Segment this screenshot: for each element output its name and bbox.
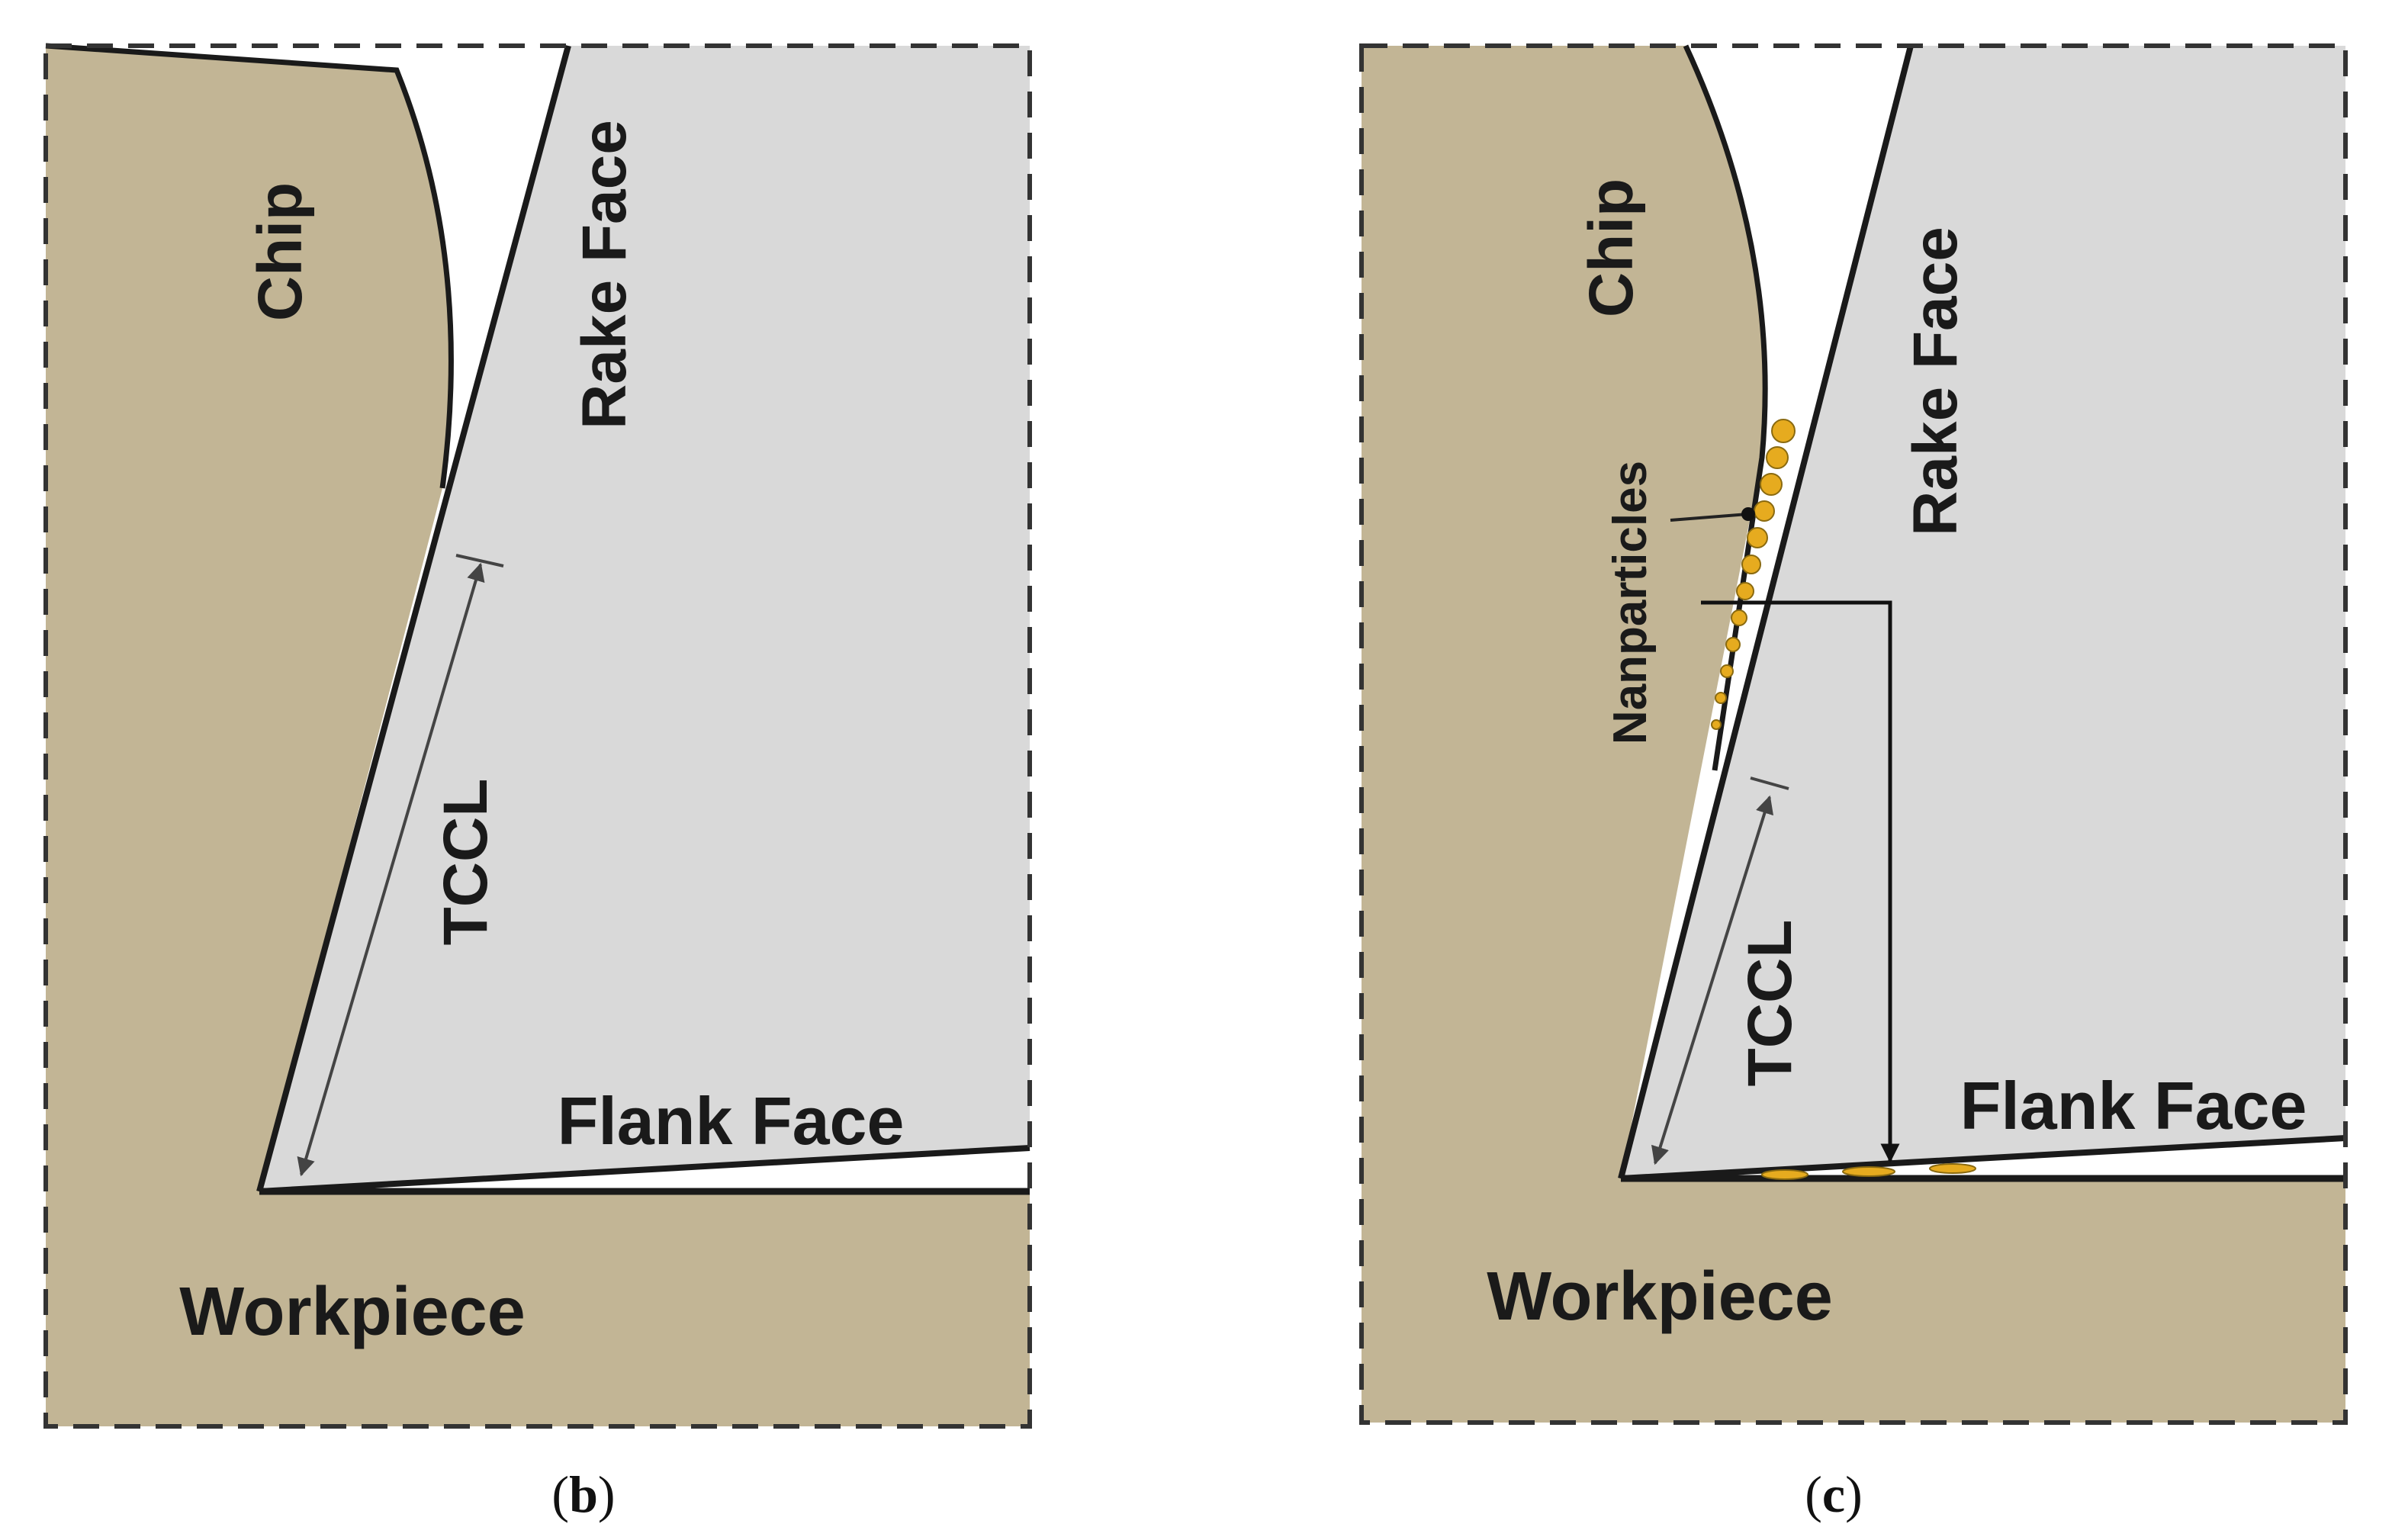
nanoparticle-dot (1761, 1169, 1808, 1180)
rake-face-label: Rake Face (1901, 227, 1970, 536)
workpiece-region (46, 46, 1030, 1426)
chip-outline (45, 43, 454, 489)
nanoparticle-dot (1736, 582, 1754, 600)
workpiece-label: Workpiece (179, 1274, 526, 1350)
flank-face-label: Flank Face (558, 1083, 905, 1159)
nanoparticle-dot (1766, 446, 1789, 469)
contact-zone-bracket (1701, 600, 1900, 1163)
panel-c: Chip Rake Face Nanparticles TCCL Flank F… (1359, 43, 2348, 1523)
tccl-label: TCCL (1735, 920, 1805, 1087)
nanoparticles (1711, 419, 1796, 730)
rake-face-label: Rake Face (570, 120, 639, 429)
panel-b-border (43, 43, 1032, 1429)
nanoparticles-flank (1761, 1163, 1976, 1180)
flank-face-edge (259, 1145, 1030, 1194)
panel-b-caption-letter: b (569, 1465, 598, 1523)
panel-c-caption-letter: c (1822, 1465, 1845, 1523)
nanoparticle-dot (1754, 500, 1775, 522)
nanoparticle-dot (1711, 719, 1722, 730)
tccl-label: TCCL (431, 779, 500, 946)
panel-c-border (1359, 43, 2348, 1425)
nanoparticle-dot (1771, 419, 1796, 443)
chip-label: Chip (246, 182, 315, 321)
nanoparticle-dot (1720, 664, 1734, 678)
tccl-tick (455, 554, 504, 567)
tccl-tick (1750, 776, 1789, 790)
workpiece-label: Workpiece (1487, 1259, 1833, 1335)
flank-face-edge (1620, 1135, 2346, 1182)
nanoparticle-dot (1842, 1166, 1895, 1177)
flank-face-label: Flank Face (1960, 1068, 2307, 1143)
nanoparticle-dot (1725, 637, 1741, 652)
chip-label: Chip (1577, 178, 1646, 317)
cutting-tool (1621, 46, 2345, 1178)
nanoparticle-dot (1741, 555, 1761, 574)
panel-c-caption: (c) (1805, 1465, 1863, 1523)
chip-outline (1683, 44, 1768, 771)
panel-b: Chip Rake Face TCCL Flank Face Workpiece… (43, 43, 1032, 1523)
nanoparticle-dot (1929, 1163, 1976, 1174)
workpiece-region (1362, 46, 2345, 1423)
nanoparticle-dot (1747, 527, 1768, 548)
tccl-dimension-arrow (1651, 795, 1774, 1165)
tccl-dimension-arrow (297, 562, 485, 1177)
nanoparticle-dot (1760, 473, 1783, 496)
nanoparticles-leader-dot (1741, 507, 1755, 521)
panel-b-caption: (b) (551, 1465, 615, 1523)
nanoparticles-label: Nanparticles (1604, 461, 1657, 744)
nanoparticles-leader (1670, 513, 1749, 522)
nanoparticle-dot (1715, 692, 1727, 704)
nanoparticle-dot (1731, 609, 1747, 626)
